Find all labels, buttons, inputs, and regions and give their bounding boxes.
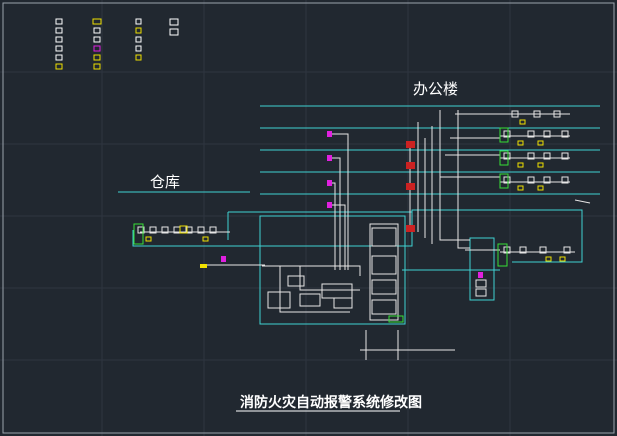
drawing-title: 消防火灾自动报警系统修改图 (240, 394, 422, 411)
wiring (140, 110, 591, 360)
red-modules (406, 141, 415, 232)
office-label: 办公楼 (413, 80, 458, 98)
control-panel (262, 223, 487, 323)
terminal-points (221, 131, 483, 278)
warehouse-device-row (133, 223, 217, 268)
bus-lines (118, 105, 600, 325)
warehouse-label: 仓库 (150, 173, 180, 191)
legend-symbols (55, 18, 179, 70)
office-device-rows (497, 110, 575, 267)
